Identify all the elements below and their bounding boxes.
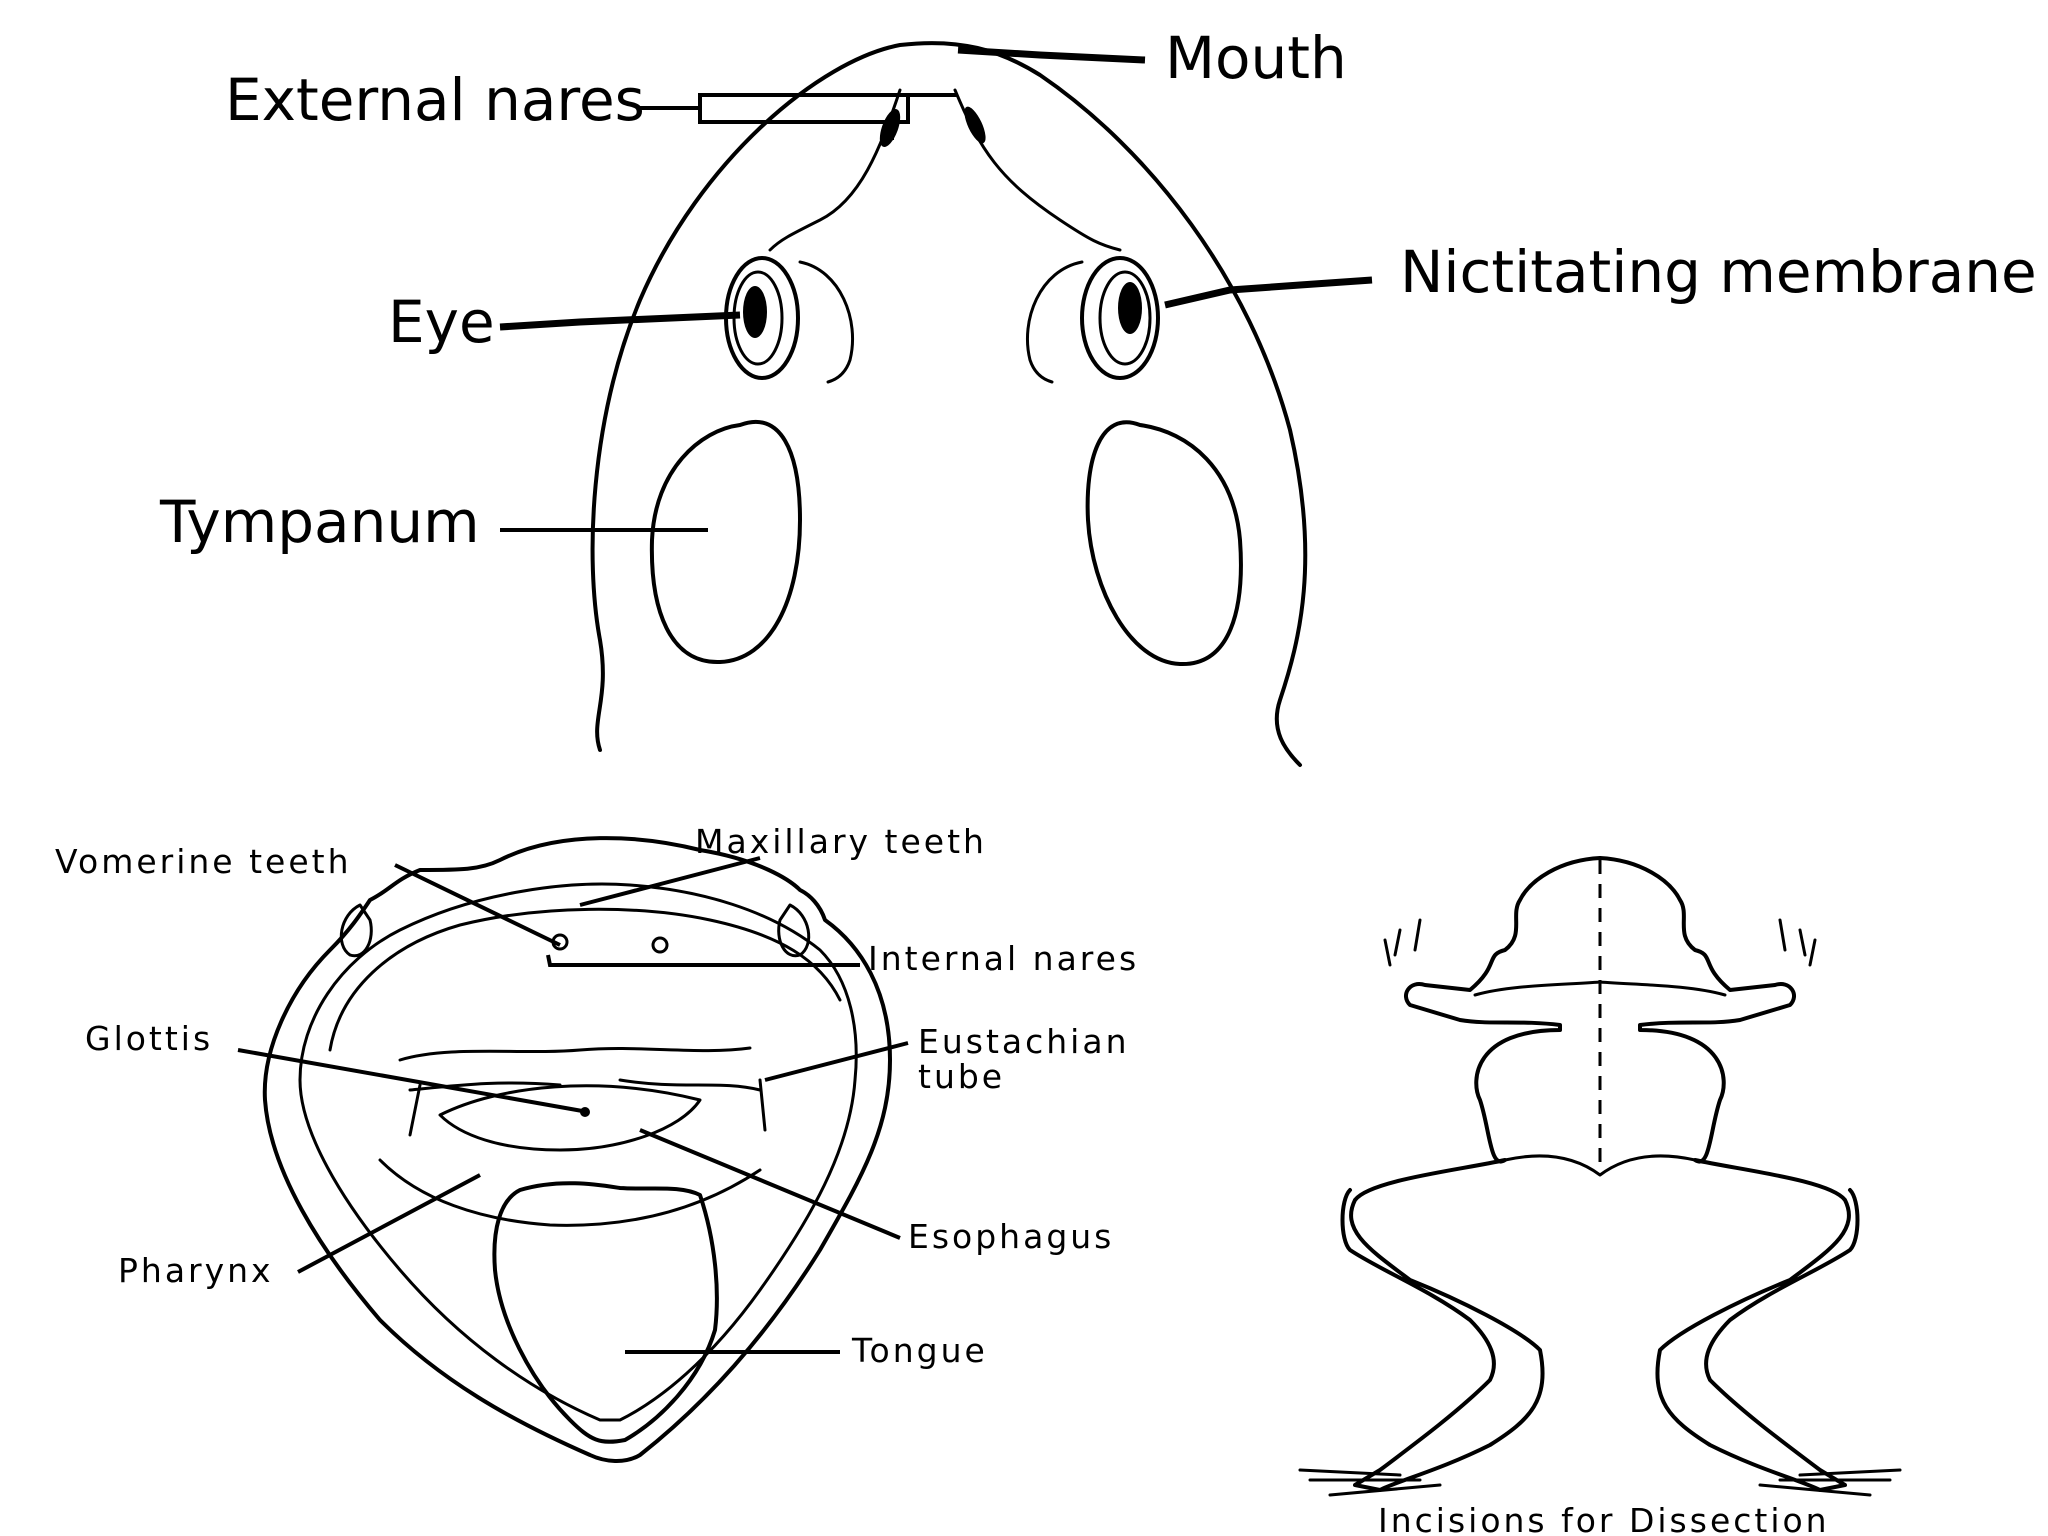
internal-nares-label: Internal nares: [868, 939, 1139, 978]
pharynx-curve: [378, 1158, 762, 1227]
eye-left: [724, 256, 855, 384]
tongue-label: Tongue: [851, 1331, 988, 1370]
external-nares-leader-box: [698, 93, 910, 124]
dissection-caption: Incisions for Dissection: [1378, 1501, 1830, 1536]
frog-dissection-diagram: Incisions for Dissection: [1298, 856, 1902, 1536]
eye-bulge-right: [777, 903, 811, 958]
eye-bulge-left: [339, 903, 373, 958]
external-nares-leader: [640, 93, 958, 140]
frog-mouth-diagram: Vomerine teeth Maxillary teeth Internal …: [55, 822, 1139, 1463]
snout-ridge-right: [953, 88, 1122, 252]
pharynx-label: Pharynx: [118, 1251, 274, 1290]
mouth-leader: [957, 46, 1146, 64]
esophagus-label: Esophagus: [908, 1217, 1114, 1256]
frog-body-outline-right: [1598, 856, 1860, 1492]
mouth-label: Mouth: [1165, 24, 1347, 92]
vomerine-teeth-leader: [394, 863, 561, 947]
maxillary-teeth-leader: [579, 856, 761, 907]
maxillary-teeth-label: Maxillary teeth: [695, 822, 987, 861]
frog-body-outline: [1340, 856, 1602, 1492]
head-outline: [590, 41, 1308, 767]
eye-leader: [499, 311, 741, 331]
tympanum-right: [1085, 420, 1243, 667]
thigh-split: [1503, 1154, 1697, 1177]
palate-line-2: [408, 1078, 762, 1092]
maxillary-teeth-row: [328, 907, 842, 1052]
digits-right: [1778, 918, 1817, 967]
mouth-outer-outline: [262, 836, 892, 1463]
eustachian-tube-leader: [764, 1041, 909, 1082]
frog-head-diagram: Mouth External nares Nictitating membran…: [159, 24, 2037, 767]
vomerine-teeth-label: Vomerine teeth: [55, 842, 352, 881]
glottis-area: [438, 1084, 702, 1152]
tongue: [492, 1181, 719, 1444]
eye-label: Eye: [388, 288, 495, 356]
tympanum-label: Tympanum: [159, 488, 480, 556]
pharynx-leader: [297, 1173, 481, 1274]
external-naris-right: [964, 106, 986, 144]
digits-left: [1383, 918, 1422, 967]
eustachian-tube-label-line2: tube: [918, 1057, 1005, 1096]
palate-fold: [398, 1046, 752, 1062]
glottis-leader: [237, 1048, 589, 1114]
snout-ridge-left: [768, 88, 902, 252]
nictitating-membrane-label: Nictitating membrane: [1400, 238, 2037, 306]
nictitating-membrane-leader: [1164, 276, 1373, 309]
toes-right: [1758, 1468, 1902, 1497]
external-nares-label: External nares: [225, 66, 645, 134]
eustachian-tube-mark: [408, 1078, 767, 1137]
tympanum-left: [649, 419, 802, 665]
mouth-inner-outline: [298, 882, 858, 1422]
eustachian-tube-label-line1: Eustachian: [918, 1022, 1129, 1061]
glottis-label: Glottis: [85, 1019, 213, 1058]
internal-nares-leader: [546, 954, 860, 967]
toes-left: [1298, 1468, 1442, 1497]
internal-naris-right: [651, 936, 669, 954]
esophagus-leader: [639, 1128, 901, 1240]
eye-right: [1025, 256, 1160, 384]
